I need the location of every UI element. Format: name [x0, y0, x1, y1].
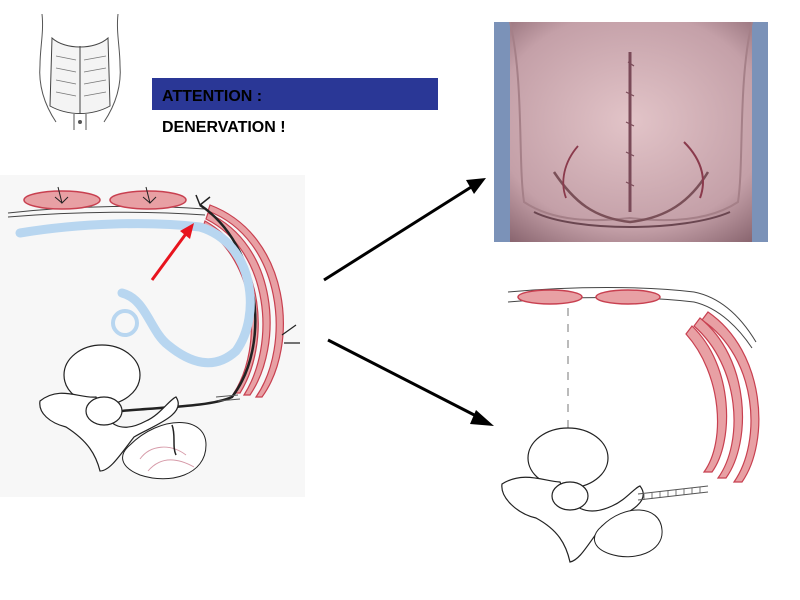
- lateral-muscle-outer: [701, 311, 760, 483]
- torso-sketch: [39, 13, 121, 130]
- cross-section-sketch-panel: [0, 175, 305, 497]
- title-band: [152, 78, 438, 110]
- rectus-muscle-left: [23, 190, 101, 210]
- peritoneum: [15, 219, 255, 368]
- clinical-photo: [494, 22, 768, 242]
- denervation-arrow-head: [180, 223, 194, 239]
- result-diagram: [501, 287, 760, 563]
- arrow-to-photo-head: [466, 178, 486, 194]
- rectus-muscle-right: [109, 190, 187, 210]
- rectus-muscle-right: [595, 289, 661, 305]
- lateral-muscle-inner: [685, 325, 728, 473]
- arrow-to-diagram: [327, 338, 485, 422]
- lateral-muscle-middle: [205, 212, 271, 396]
- bowel-loop: [111, 309, 139, 337]
- arrow-to-photo: [323, 182, 477, 282]
- denervation-arrow: [150, 230, 190, 281]
- title-denervation: DENERVATION !: [162, 119, 286, 136]
- arrow-to-diagram-head: [470, 410, 494, 426]
- result-diagram-panel: [494, 282, 774, 572]
- cross-section-sketch: [7, 186, 300, 480]
- lateral-muscle-outer: [207, 204, 284, 398]
- clinical-photo-rendering: [494, 22, 768, 242]
- flow-arrows: [323, 178, 494, 426]
- title-attention: ATTENTION :: [162, 88, 263, 105]
- lateral-muscle-middle: [693, 317, 744, 479]
- rectus-muscle-left: [517, 289, 583, 305]
